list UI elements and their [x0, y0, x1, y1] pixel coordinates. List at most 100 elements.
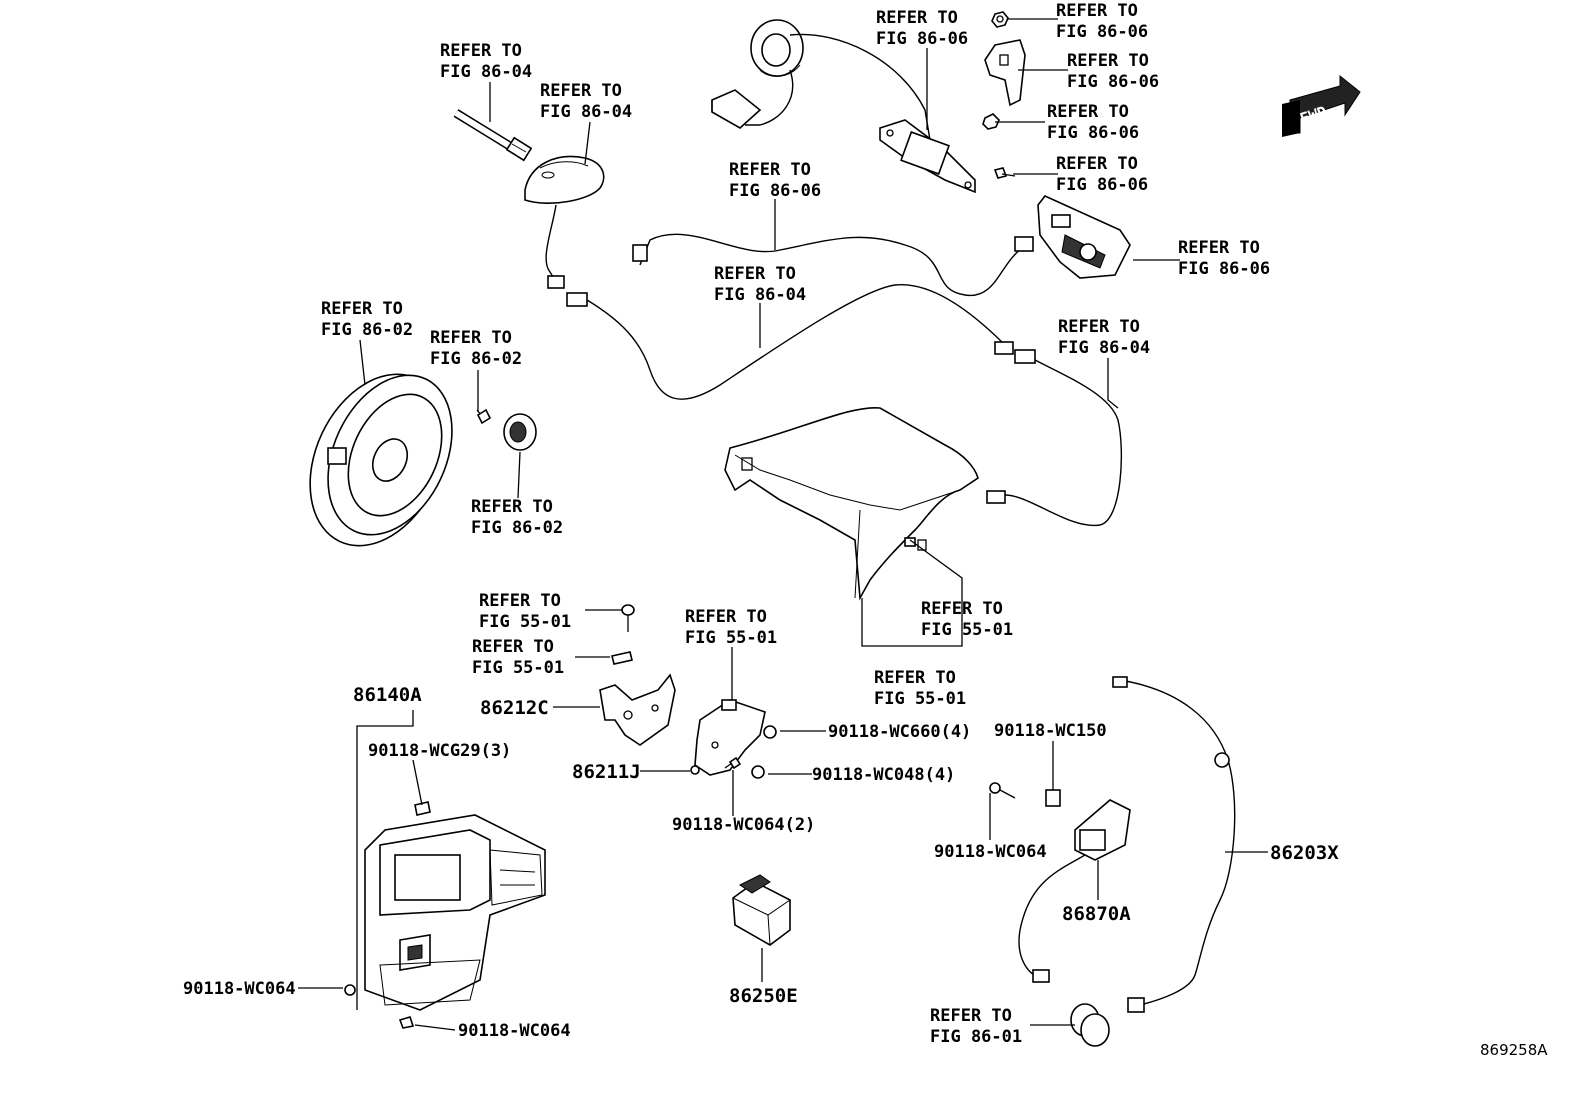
clip-wc150 — [1045, 789, 1061, 807]
ref-line1: REFER TO — [714, 264, 796, 284]
ref-8606-nut: REFER TO FIG 86-06 — [1056, 1, 1148, 42]
screw-wc048 — [751, 765, 765, 779]
ref-line2: FIG 86-06 — [1047, 123, 1139, 143]
cable-86203X-plug-top — [1112, 676, 1128, 688]
ref-line2: FIG 86-06 — [1056, 22, 1148, 42]
part-wc660-label: 90118-WC660(4) — [828, 722, 971, 742]
screw-wc064-bottom — [398, 1016, 415, 1029]
ref-line2: FIG 86-06 — [876, 29, 968, 49]
ref-8604-cord: REFER TO FIG 86-04 — [714, 264, 806, 305]
cable-86203X-plug-bottom — [1127, 997, 1145, 1013]
cable-86203X — [1119, 679, 1236, 1006]
diagram-id: 869258A — [1480, 1041, 1548, 1059]
mic-wire-a — [789, 33, 931, 141]
part-wc150-label: 90118-WC150 — [994, 721, 1107, 741]
speaker-assembly — [309, 373, 453, 547]
antenna-base — [524, 155, 605, 205]
ref-8604-base: REFER TO FIG 86-04 — [540, 81, 632, 122]
screw-wc660 — [763, 725, 777, 739]
ref-line2: FIG 86-02 — [430, 349, 522, 369]
ref-line1: REFER TO — [876, 8, 958, 28]
leader-lines — [298, 18, 1268, 1031]
part-86870A-label: 86870A — [1062, 903, 1131, 925]
ref-line1: REFER TO — [685, 607, 767, 627]
part-wc064-usb-label: 90118-WC064 — [934, 842, 1047, 862]
part-86211J-label: 86211J — [572, 761, 641, 783]
ref-line2: FIG 55-01 — [685, 628, 777, 648]
cable-86203X-clamp — [1214, 752, 1230, 768]
ref-line1: REFER TO — [471, 497, 553, 517]
part-wcg29-label: 90118-WCG29(3) — [368, 741, 511, 761]
part-86250E-label: 86250E — [729, 985, 798, 1007]
mic-wire-b — [745, 69, 794, 126]
ref-line2: FIG 86-06 — [729, 181, 821, 201]
rear-camera-unit — [1037, 195, 1131, 279]
ref-line1: REFER TO — [930, 1006, 1012, 1026]
ref-line2: FIG 55-01 — [479, 612, 571, 632]
harness-wire — [639, 233, 1021, 297]
ref-line2: FIG 86-02 — [471, 518, 563, 538]
aux-socket — [1070, 1003, 1110, 1047]
screw-5501-a — [621, 604, 635, 632]
ref-line1: REFER TO — [1067, 51, 1149, 71]
screw-wc064-usb — [989, 782, 1016, 799]
ref-line1: REFER TO — [1058, 317, 1140, 337]
part-wc064-bottom-label: 90118-WC064 — [458, 1021, 571, 1041]
ref-line2: FIG 86-02 — [321, 320, 413, 340]
small-bracket — [984, 39, 1026, 107]
ref-line1: REFER TO — [440, 41, 522, 61]
nut-mid — [982, 113, 1000, 130]
cord-connector-d — [986, 490, 1006, 504]
ref-line1: REFER TO — [1056, 154, 1138, 174]
ref-5501-console: REFER TO FIG 55-01 — [874, 668, 966, 709]
ref-line2: FIG 55-01 — [921, 620, 1013, 640]
clip-console — [904, 537, 916, 547]
ref-5501-screw: REFER TO FIG 55-01 — [479, 591, 571, 632]
usb-connector — [1032, 969, 1050, 983]
switch-86250E — [732, 874, 791, 946]
ref-8606-mic: REFER TO FIG 86-06 — [876, 8, 968, 49]
antenna-connector — [547, 275, 565, 289]
mic-plug — [711, 89, 762, 129]
speaker-screw — [476, 408, 492, 425]
ref-line1: REFER TO — [1047, 102, 1129, 122]
ref-line1: REFER TO — [921, 599, 1003, 619]
ref-8606-wire: REFER TO FIG 86-06 — [729, 160, 821, 201]
ref-line1: REFER TO — [540, 81, 622, 101]
ref-line1: REFER TO — [729, 160, 811, 180]
ref-line2: FIG 86-04 — [714, 285, 806, 305]
ref-8604-right: REFER TO FIG 86-04 — [1058, 317, 1150, 358]
usb-cable — [1018, 854, 1086, 979]
antenna-cable — [545, 204, 559, 286]
ref-8604-antenna: REFER TO FIG 86-04 — [440, 41, 532, 82]
ref-5501-console-clip: REFER TO FIG 55-01 — [921, 599, 1013, 640]
ref-line1: REFER TO — [874, 668, 956, 688]
ref-8602-tweeter: REFER TO FIG 86-02 — [471, 497, 563, 538]
ref-line2: FIG 86-04 — [540, 102, 632, 122]
screw-wc064-2 — [724, 756, 742, 770]
ref-8602-speaker: REFER TO FIG 86-02 — [321, 299, 413, 340]
ref-8606-camera: REFER TO FIG 86-06 — [1178, 238, 1270, 279]
ref-line2: FIG 86-06 — [1178, 259, 1270, 279]
antenna-cord — [586, 284, 1006, 400]
clip-5501-b — [611, 651, 633, 665]
ref-line2: FIG 86-06 — [1056, 175, 1148, 195]
part-wc048-label: 90118-WC048(4) — [812, 765, 955, 785]
ref-line1: REFER TO — [1178, 238, 1260, 258]
fwd-arrow-icon — [1282, 74, 1361, 137]
part-86203X-label: 86203X — [1270, 842, 1339, 864]
ref-line1: REFER TO — [472, 637, 554, 657]
microphone-grommet — [750, 19, 804, 77]
ref-8606-bracket: REFER TO FIG 86-06 — [1067, 51, 1159, 92]
part-wc064-2-label: 90118-WC064(2) — [672, 815, 815, 835]
ref-line1: REFER TO — [1056, 1, 1138, 21]
clip-wcg29 — [414, 801, 431, 816]
tweeter — [503, 413, 537, 451]
ref-8602-screw: REFER TO FIG 86-02 — [430, 328, 522, 369]
part-86140A-label: 86140A — [353, 684, 422, 706]
ref-line2: FIG 86-06 — [1067, 72, 1159, 92]
ref-line2: FIG 86-04 — [1058, 338, 1150, 358]
bracket-86212C — [599, 673, 676, 746]
camera-bracket-unit — [879, 119, 976, 194]
